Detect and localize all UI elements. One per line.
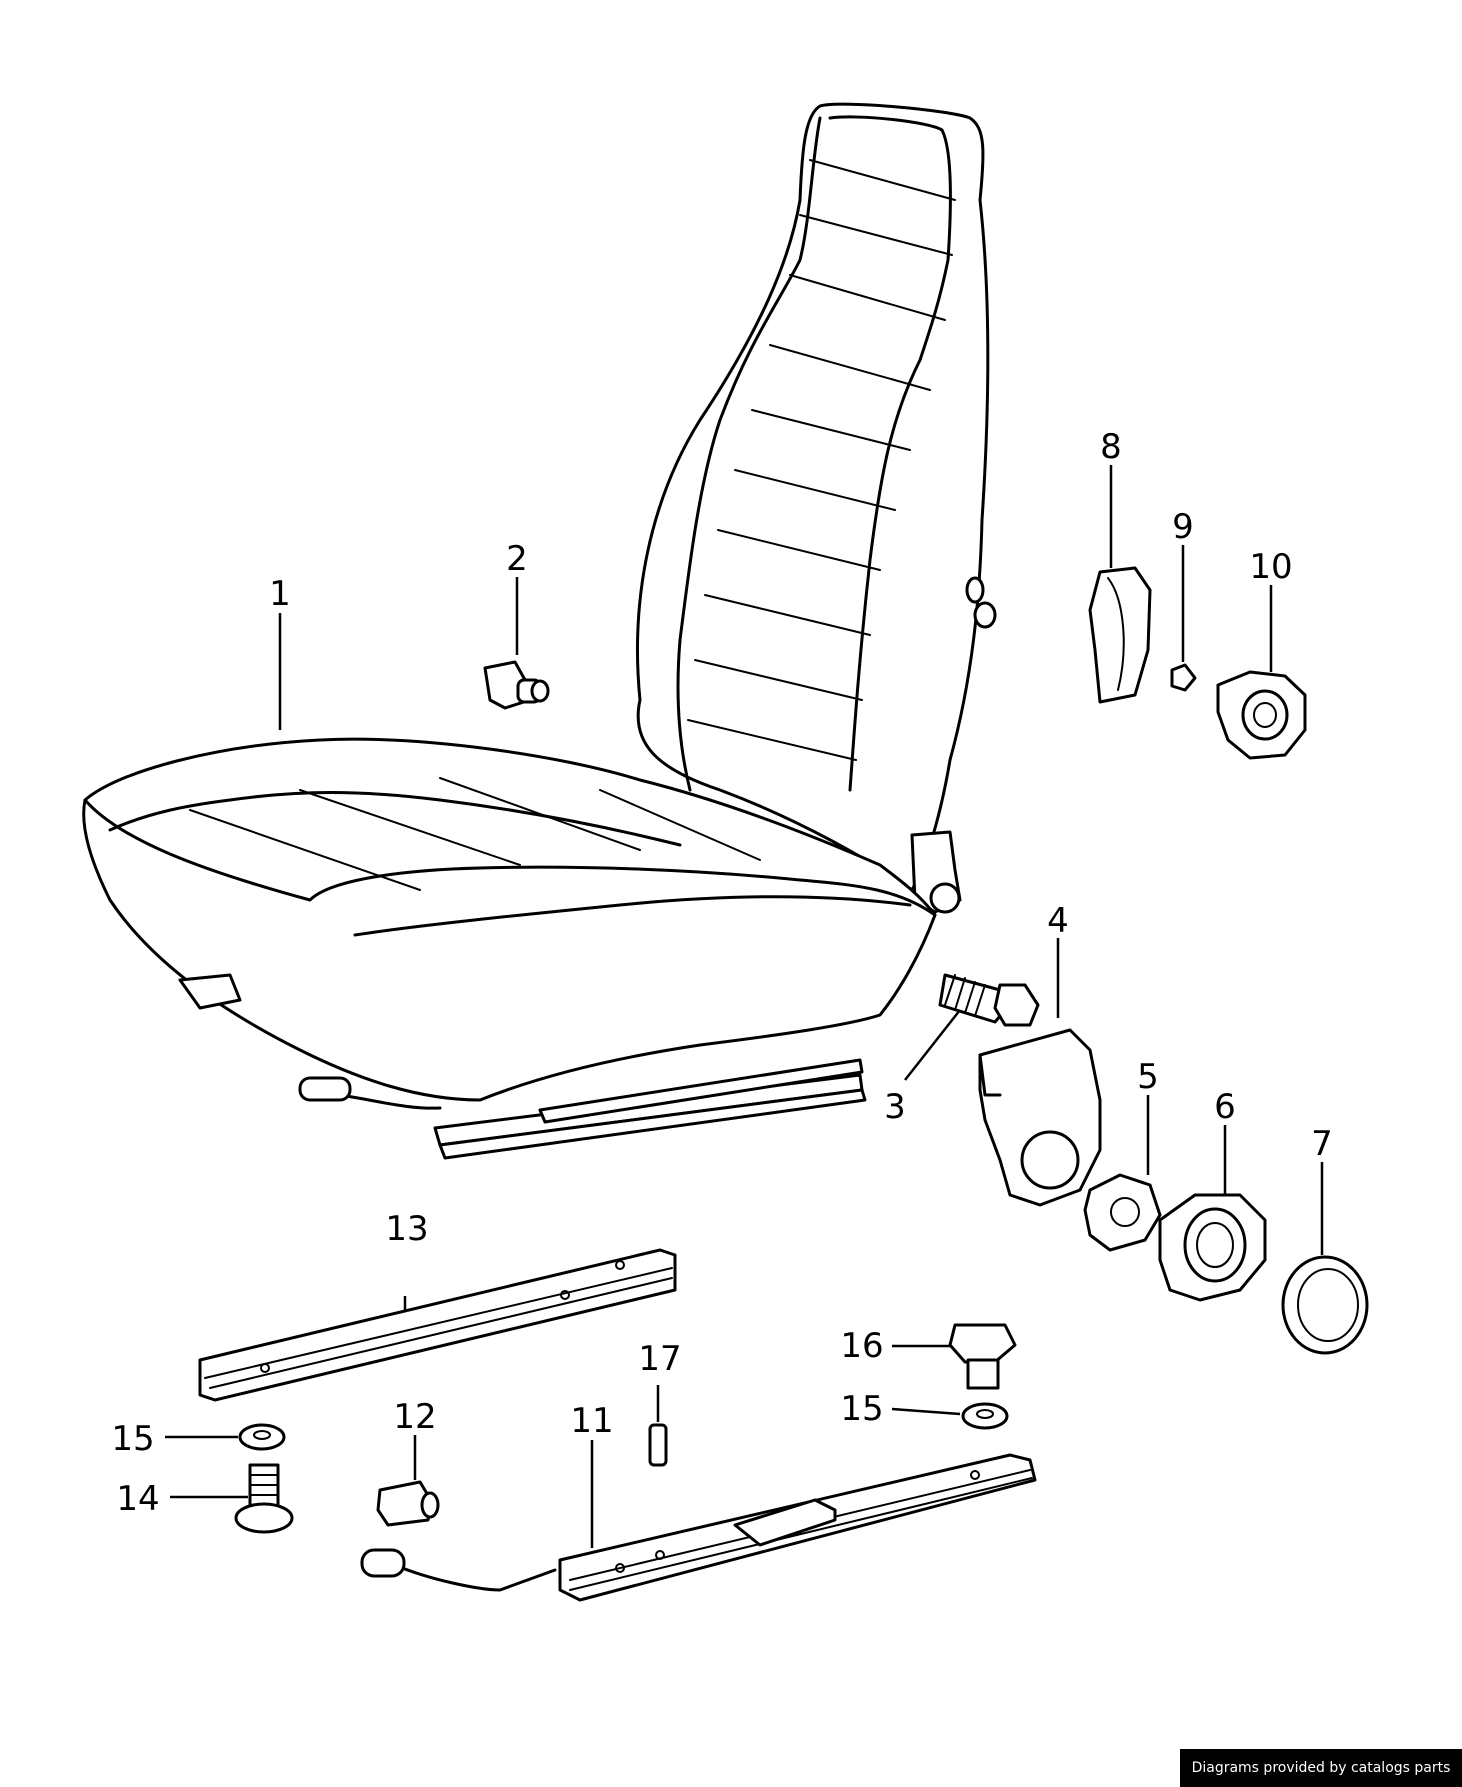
callout-16: 16 xyxy=(840,1326,883,1366)
callout-17: 17 xyxy=(638,1339,681,1379)
callout-7: 7 xyxy=(1311,1124,1333,1164)
cap-part xyxy=(1281,1255,1369,1355)
bushing-part xyxy=(483,660,550,710)
callout-10: 10 xyxy=(1249,547,1292,587)
callout-1: 1 xyxy=(269,574,291,614)
callout-2: 2 xyxy=(506,539,528,579)
callout-4: 4 xyxy=(1047,901,1069,941)
clip-part xyxy=(1170,663,1197,692)
washer-part-right xyxy=(961,1402,1009,1430)
callout-6: 6 xyxy=(1214,1087,1236,1127)
credit-banner: Diagrams provided by catalogs parts xyxy=(1180,1749,1462,1787)
hex-bolt-part xyxy=(948,1323,1017,1390)
callout-5: 5 xyxy=(1137,1057,1159,1097)
knob-gear-part xyxy=(1158,1193,1267,1302)
washer-part-left xyxy=(238,1423,286,1451)
leader-lines xyxy=(165,465,1324,1548)
callout-14: 14 xyxy=(116,1479,159,1519)
plug-sleeve-part xyxy=(376,1480,440,1527)
knob-part xyxy=(1216,670,1307,760)
callout-labels: 1 2 3 4 5 6 7 8 9 10 11 12 13 14 15 15 1… xyxy=(111,427,1332,1519)
callout-11: 11 xyxy=(570,1401,613,1441)
cover-part xyxy=(1088,566,1152,704)
spring-plate-part xyxy=(1083,1173,1162,1252)
pin-part xyxy=(648,1423,668,1467)
seat-assembly xyxy=(82,102,997,1160)
callout-8: 8 xyxy=(1100,427,1122,467)
callout-9: 9 xyxy=(1172,507,1194,547)
bolt-part xyxy=(938,973,1040,1027)
bracket-part xyxy=(978,1028,1102,1207)
lower-rail-part xyxy=(360,1453,1037,1602)
callout-15-left: 15 xyxy=(111,1419,154,1459)
callout-15-right: 15 xyxy=(840,1389,883,1429)
callout-12: 12 xyxy=(393,1397,436,1437)
callout-13: 13 xyxy=(385,1209,428,1249)
callout-3: 3 xyxy=(884,1087,906,1127)
screw-part xyxy=(234,1463,294,1534)
upper-rail-part xyxy=(198,1248,677,1402)
